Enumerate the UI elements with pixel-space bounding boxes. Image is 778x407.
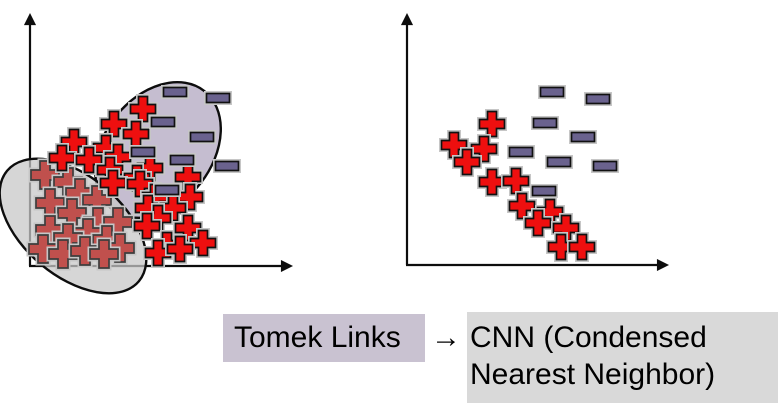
minus-marker [546,156,572,168]
cnn-label-line2: Nearest Neighbor) [470,358,716,391]
plus-marker [478,168,506,196]
minus-marker [214,160,240,172]
cnn-label-line1: CNN (Condensed [470,321,707,354]
minus-marker [570,131,596,143]
left-before-plot [0,12,294,295]
cnn-label: CNN (Condensed Nearest Neighbor) [467,312,778,403]
minus-marker [169,154,195,166]
minus-marker [205,92,231,104]
right-after-plot [400,12,670,272]
plus-marker [568,233,596,261]
minus-marker [154,184,180,196]
minus-marker [189,131,215,143]
maps-to-arrow-icon: → [431,321,461,354]
minus-marker [508,146,534,158]
plus-marker [502,167,530,195]
minus-marker [532,117,558,129]
minus-marker [162,86,188,98]
minus-marker [130,146,156,158]
plots-canvas [0,12,670,295]
minus-marker [531,185,557,197]
tomek-links-label: Tomek Links [223,314,425,362]
plus-marker [478,110,506,138]
minus-marker [592,160,618,172]
minus-marker [539,86,565,98]
minus-marker [150,116,176,128]
minus-marker [585,93,611,105]
